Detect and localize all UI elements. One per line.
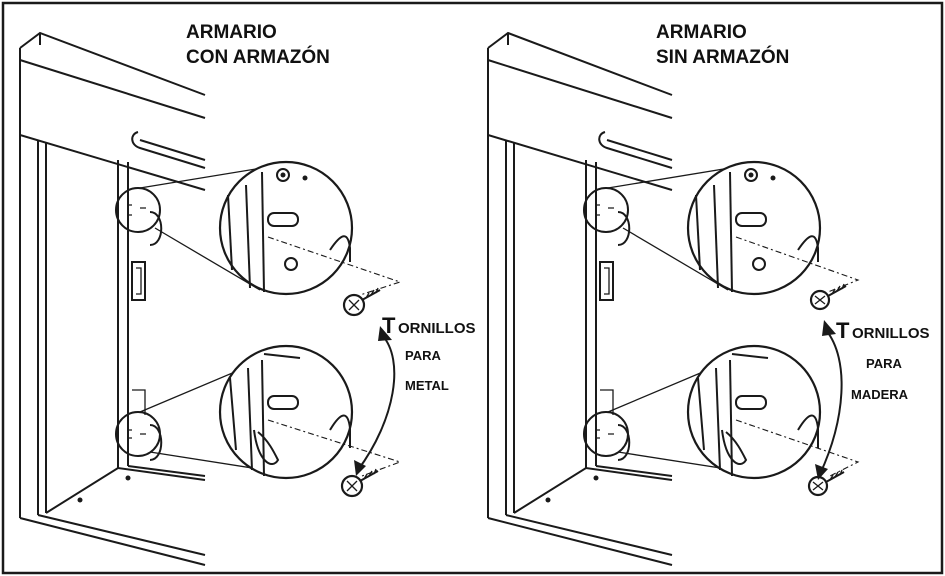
brackets-right [599,211,631,461]
zoom-detail-bottom-right [686,344,822,480]
zoom-detail-bottom-left [218,344,354,480]
title-line2-left: CON ARMAZÓN [186,46,330,68]
screw-label-type-left: METAL [405,378,449,393]
screw-label-type-right: MADERA [851,387,909,402]
zoom-origin-bottom-left [115,411,161,457]
zoom-origin-top-left [115,187,161,233]
cabinet-bottom-right [487,465,673,566]
zoom-detail-top-right [686,160,822,296]
screw-wood-bottom [807,469,845,497]
screw-label-rest-left: ORNILLOS [398,320,476,337]
pointer-arrow-left [354,326,396,476]
title-line2-right: SIN ARMAZÓN [656,46,789,68]
cabinet-side-left [19,135,129,518]
title-line1-right: ARMARIO [656,22,747,43]
cabinet-header-right [487,31,673,191]
screw-label-para-left: PARA [405,348,441,363]
screw-label-cap-left: T [382,313,396,338]
alignment-line-top-left [267,236,402,296]
screw-label-para-right: PARA [866,356,902,371]
screw-metal-top [342,287,381,317]
zoom-origin-bottom-right [583,411,629,457]
title-line1-left: ARMARIO [186,22,277,43]
zoom-origin-top-right [583,187,629,233]
alignment-line-top-right [735,236,860,293]
cabinet-bottom-left [19,465,206,566]
alignment-line-bottom-right [735,419,860,477]
cabinet-header-left [19,31,206,191]
pointer-arrow-right [815,320,843,480]
panel-with-frame: ARMARIO CON ARMAZÓN T ORNILLOS PARA META… [19,22,476,566]
alignment-line-bottom-left [267,419,402,477]
panel-without-frame: ARMARIO SIN ARMAZÓN T ORNILLOS PARA MADE… [487,22,930,566]
screw-metal-bottom [340,468,379,498]
screw-wood-top [809,283,847,311]
cabinet-side-right [487,135,597,518]
zoom-detail-top-left [218,160,354,296]
brackets-left [131,211,163,461]
screw-label-cap-right: T [836,318,850,343]
screw-label-rest-right: ORNILLOS [852,325,930,342]
